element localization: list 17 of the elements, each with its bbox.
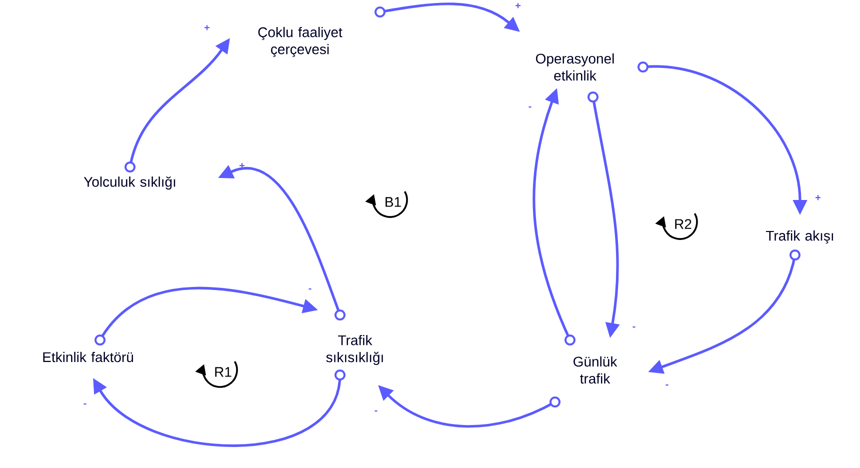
arrow xyxy=(93,370,346,447)
variable-label: Operasyonel etkinlik xyxy=(536,53,614,81)
polarity-sign: - xyxy=(528,106,532,108)
polarity-sign: - xyxy=(666,384,668,386)
variable-label: Trafik akışı xyxy=(766,230,834,244)
polarity-sign: - xyxy=(374,410,378,412)
polarity-sign: - xyxy=(632,326,636,328)
polarity-sign: + xyxy=(204,25,210,30)
polarity-sign: + xyxy=(516,3,521,8)
polarity-sign: - xyxy=(308,288,312,290)
variable-label: Etkinlik faktörü xyxy=(43,352,134,362)
variable-label: Çoklu faaliyet çerçevesi xyxy=(258,26,342,58)
polarity-sign: + xyxy=(816,195,821,200)
variable-label: Trafik sıkısıklığı xyxy=(326,334,383,365)
variable-label: Yolculuk sıklığı xyxy=(84,176,176,190)
polarity-sign: - xyxy=(84,403,86,405)
variable-label: Günlük trafik xyxy=(574,356,618,384)
